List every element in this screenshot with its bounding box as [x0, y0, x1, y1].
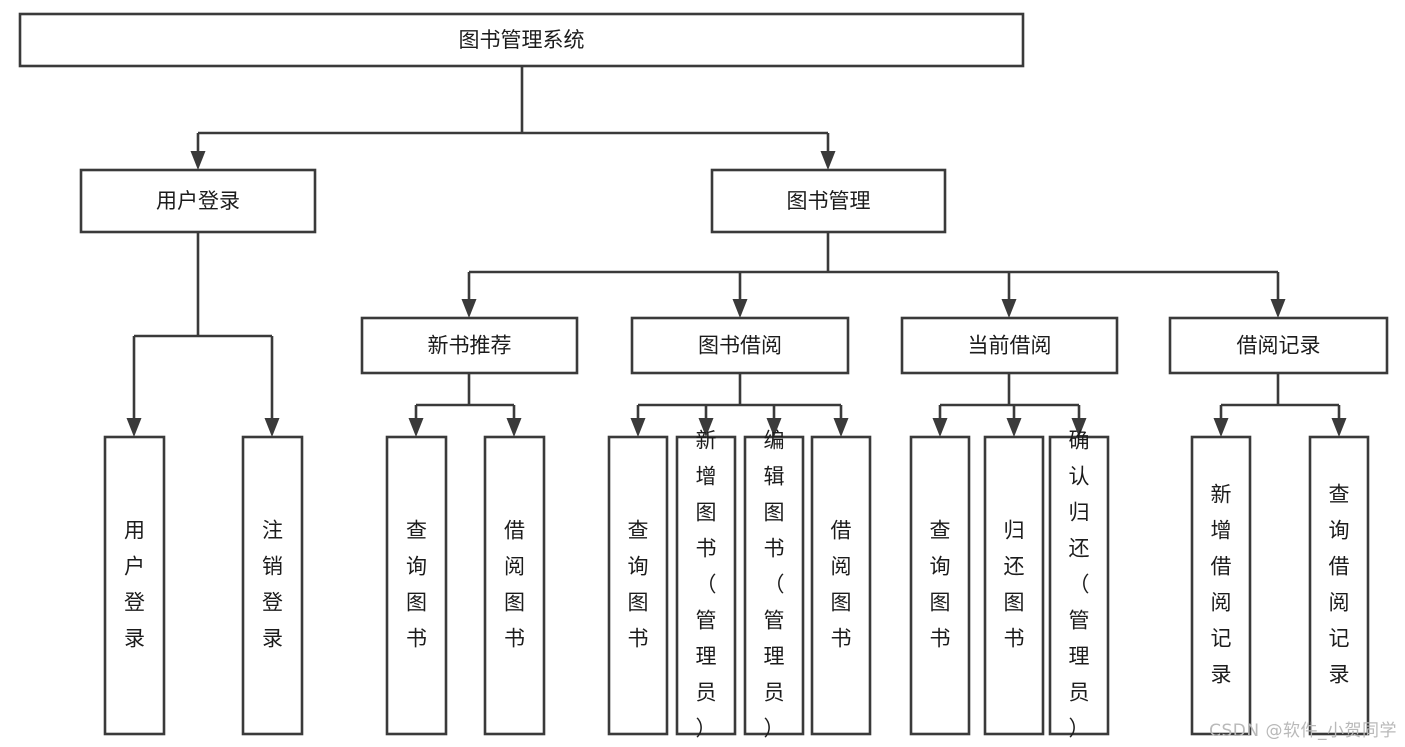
node-leaf-query-borrow-record[interactable]: 查询借阅记录: [1308, 435, 1370, 736]
node-box[interactable]: [743, 435, 805, 736]
node-label: 归还图书: [1004, 519, 1025, 651]
arrowhead-icon: [1006, 418, 1022, 437]
node-box[interactable]: [79, 168, 317, 234]
node-label: 查询图书: [406, 519, 427, 651]
arrowhead-icon: [698, 418, 714, 437]
arrowhead-icon: [408, 418, 424, 437]
node-leaf-borrow-book-borrow[interactable]: 借阅图书: [810, 435, 872, 736]
node-leaf-logout[interactable]: 注销登录: [241, 435, 304, 736]
node-box[interactable]: [710, 168, 947, 234]
node-leaf-confirm-return-admin[interactable]: 确认归还（管理员）: [1048, 429, 1110, 741]
node-leaf-add-borrow-record[interactable]: 新增借阅记录: [1190, 435, 1252, 736]
node-label: 用户登录: [124, 519, 145, 651]
nodes-layer: 图书管理系统用户登录图书管理新书推荐图书借阅当前借阅借阅记录用户登录注销登录查询…: [18, 12, 1389, 741]
node-label: 图书管理: [787, 189, 871, 213]
edges-layer: [126, 66, 1347, 437]
node-leaf-return-book[interactable]: 归还图书: [983, 435, 1045, 736]
node-leaf-query-book-current[interactable]: 查询图书: [909, 435, 971, 736]
arrowhead-icon: [1270, 299, 1286, 318]
node-label: 借阅图书: [831, 519, 852, 651]
node-label: 编辑图书（管理员）: [764, 429, 785, 741]
arrowhead-icon: [1071, 418, 1087, 437]
node-box[interactable]: [1168, 316, 1389, 375]
node-label: 查询图书: [930, 519, 951, 651]
node-box[interactable]: [983, 435, 1045, 736]
node-label: 查询图书: [628, 519, 649, 651]
arrowhead-icon: [264, 418, 280, 437]
node-leaf-query-book-borrow[interactable]: 查询图书: [607, 435, 669, 736]
node-box[interactable]: [360, 316, 579, 375]
node-box[interactable]: [1048, 435, 1110, 736]
arrowhead-icon: [506, 418, 522, 437]
arrowhead-icon: [630, 418, 646, 437]
node-box[interactable]: [675, 435, 737, 736]
node-label: 查询借阅记录: [1329, 483, 1350, 687]
arrowhead-icon: [766, 418, 782, 437]
node-box[interactable]: [1308, 435, 1370, 736]
node-box[interactable]: [483, 435, 546, 736]
node-box[interactable]: [909, 435, 971, 736]
node-box[interactable]: [607, 435, 669, 736]
node-leaf-edit-book-admin[interactable]: 编辑图书（管理员）: [743, 429, 805, 741]
arrowhead-icon: [1001, 299, 1017, 318]
arrowhead-icon: [126, 418, 142, 437]
node-box[interactable]: [1190, 435, 1252, 736]
arrowhead-icon: [820, 151, 836, 170]
node-label: 新增图书（管理员）: [696, 429, 717, 741]
node-borrow-record[interactable]: 借阅记录: [1168, 316, 1389, 375]
node-book-borrow[interactable]: 图书借阅: [630, 316, 850, 375]
node-label: 图书借阅: [698, 334, 782, 358]
node-box[interactable]: [810, 435, 872, 736]
node-box[interactable]: [241, 435, 304, 736]
arrowhead-icon: [932, 418, 948, 437]
node-book-management[interactable]: 图书管理: [710, 168, 947, 234]
arrowhead-icon: [732, 299, 748, 318]
arrowhead-icon: [833, 418, 849, 437]
arrowhead-icon: [461, 299, 477, 318]
node-label: 新书推荐: [428, 334, 512, 358]
node-label: 当前借阅: [968, 334, 1052, 358]
node-leaf-user-login[interactable]: 用户登录: [103, 435, 166, 736]
arrowhead-icon: [1213, 418, 1229, 437]
node-current-borrow[interactable]: 当前借阅: [900, 316, 1119, 375]
node-label: 借阅图书: [504, 519, 525, 651]
node-new-book-recommend[interactable]: 新书推荐: [360, 316, 579, 375]
arrowhead-icon: [190, 151, 206, 170]
node-label: 新增借阅记录: [1211, 483, 1232, 687]
node-leaf-borrow-book-recommend[interactable]: 借阅图书: [483, 435, 546, 736]
arrowhead-icon: [1331, 418, 1347, 437]
node-box[interactable]: [900, 316, 1119, 375]
node-label: 用户登录: [156, 189, 240, 213]
node-box[interactable]: [18, 12, 1025, 68]
node-box[interactable]: [103, 435, 166, 736]
node-box[interactable]: [385, 435, 448, 736]
node-box[interactable]: [630, 316, 850, 375]
node-label: 注销登录: [262, 519, 283, 651]
node-root[interactable]: 图书管理系统: [18, 12, 1025, 68]
node-user-login[interactable]: 用户登录: [79, 168, 317, 234]
node-label: 借阅记录: [1237, 334, 1321, 358]
node-leaf-query-book-recommend[interactable]: 查询图书: [385, 435, 448, 736]
node-label: 图书管理系统: [459, 28, 585, 52]
node-leaf-add-book-admin[interactable]: 新增图书（管理员）: [675, 429, 737, 741]
node-label: 确认归还（管理员）: [1069, 429, 1090, 741]
